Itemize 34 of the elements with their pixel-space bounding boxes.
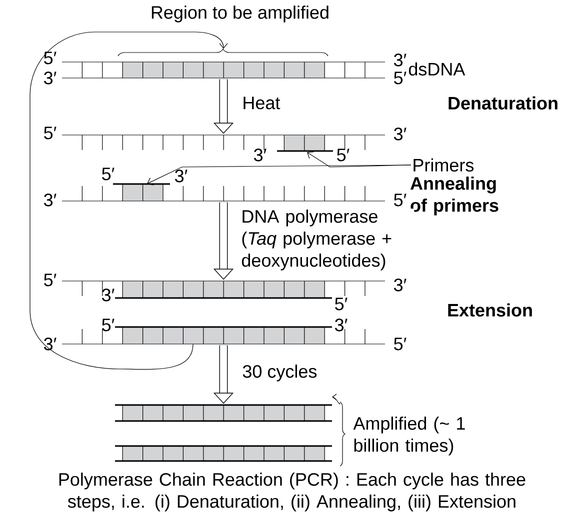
strand-end-label: 3′: [44, 338, 56, 350]
strand-end-label: 5′: [394, 72, 406, 84]
strand-end-label: 3′: [44, 194, 56, 206]
dna-strand-drawing: [62, 48, 386, 78]
step-label: Denaturation: [448, 96, 558, 110]
strand-end-label: 3′: [394, 128, 406, 140]
region-label: Region to be amplified: [152, 6, 328, 22]
edge-label: 30 cycles: [241, 364, 318, 382]
strand-end-label: 3′: [254, 148, 266, 162]
edge-label: DNA polymerase (Taq polymerase + deoxynucleotides): [240, 208, 414, 272]
step-label: Extension: [448, 303, 532, 317]
caption: Polymerase Chain Reaction (PCR) : Each cycle has three steps, i.e. (i) Denaturation, (ii) Annealing, (iii) Extension: [59, 472, 526, 512]
strand-end-label: 5′: [394, 194, 406, 206]
side-label: Amplified (~ 1 billion times): [353, 416, 465, 456]
strand-end-label: 3′: [335, 318, 348, 332]
strand-end-label: 5′: [394, 338, 406, 350]
side-label: dsDNA: [408, 62, 466, 76]
strand-end-label: 5′: [44, 52, 56, 64]
strand-end-label: 3′: [102, 288, 114, 302]
strand-end-label: 3′: [394, 278, 406, 292]
edge-label: Heat: [241, 96, 282, 110]
strand-end-label: 5′: [44, 126, 56, 140]
strand-end-label: 5′: [102, 168, 114, 180]
strand-end-label: 3′: [175, 170, 188, 182]
strand-end-label: 5′: [337, 148, 350, 162]
callout-text: Primers: [414, 158, 474, 172]
strand-end-label: 5′: [102, 318, 114, 332]
leader-line: [147, 164, 412, 186]
strand-end-label: 5′: [44, 274, 56, 286]
dna-strand-drawing: [62, 183, 386, 202]
strand-end-label: 5′: [335, 298, 348, 310]
strand-end-label: 3′: [44, 72, 56, 84]
dna-strand-drawing: [115, 394, 346, 466]
cycle-arrow: [30, 32, 228, 370]
